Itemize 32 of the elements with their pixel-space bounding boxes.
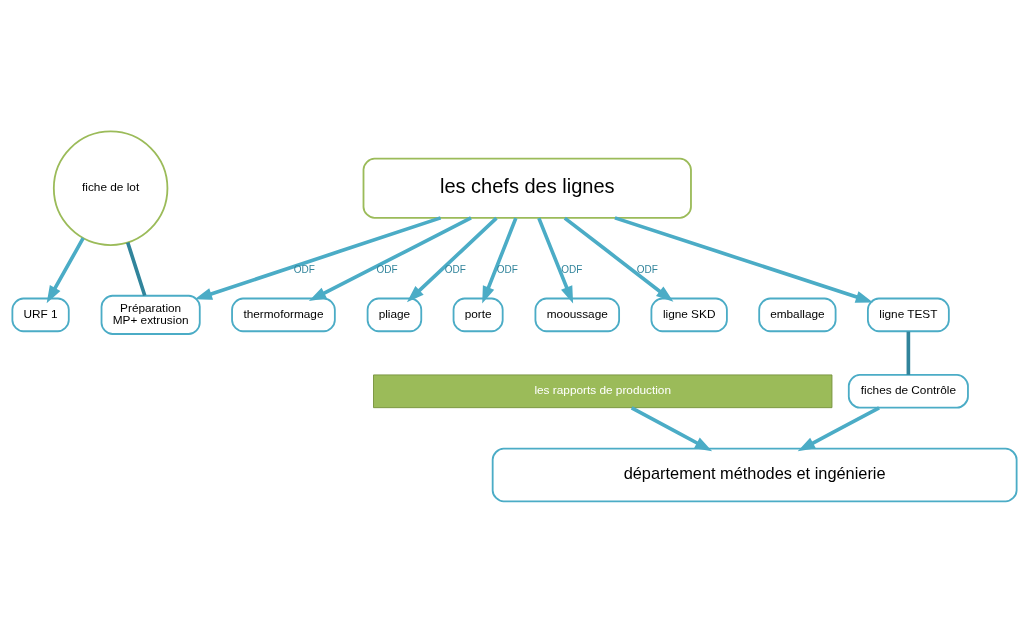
arrow: [630, 405, 713, 451]
edge-label: ODF: [636, 263, 658, 275]
arrow: [537, 216, 574, 304]
arrow: [797, 405, 880, 451]
node-box: département méthodes et ingénierie: [491, 447, 1018, 502]
edge-label: ODF: [496, 263, 518, 275]
node-box: mooussage: [534, 297, 620, 332]
node-box: fiches de Contrôle: [847, 373, 969, 409]
node-box: pliage: [366, 297, 423, 332]
node-box: les chefs des lignes: [362, 157, 692, 219]
edge-label: ODF: [444, 263, 466, 275]
arrow: [614, 215, 874, 303]
node-box: URF 1: [11, 297, 70, 332]
connector: [125, 241, 147, 296]
node-box: emballage: [758, 297, 837, 332]
node-box: les rapports de production: [373, 373, 833, 408]
arrow: [482, 216, 518, 304]
edge-label: ODF: [561, 263, 583, 275]
node-box: Préparation MP+ extrusion: [100, 294, 201, 335]
arrow: [46, 236, 85, 303]
node-box: thermoformage: [231, 297, 336, 332]
arrow: [194, 215, 442, 300]
node-box: ligne TEST: [867, 297, 950, 332]
node-circle: fiche de lot: [52, 130, 169, 246]
arrow: [308, 215, 472, 301]
edge-label: ODF: [376, 263, 398, 275]
node-box: ligne SKD: [650, 297, 728, 332]
edge-label: ODF: [293, 263, 315, 275]
connector: [906, 331, 911, 375]
node-box: porte: [452, 297, 504, 332]
arrow: [406, 216, 498, 302]
arrow: [563, 216, 674, 302]
